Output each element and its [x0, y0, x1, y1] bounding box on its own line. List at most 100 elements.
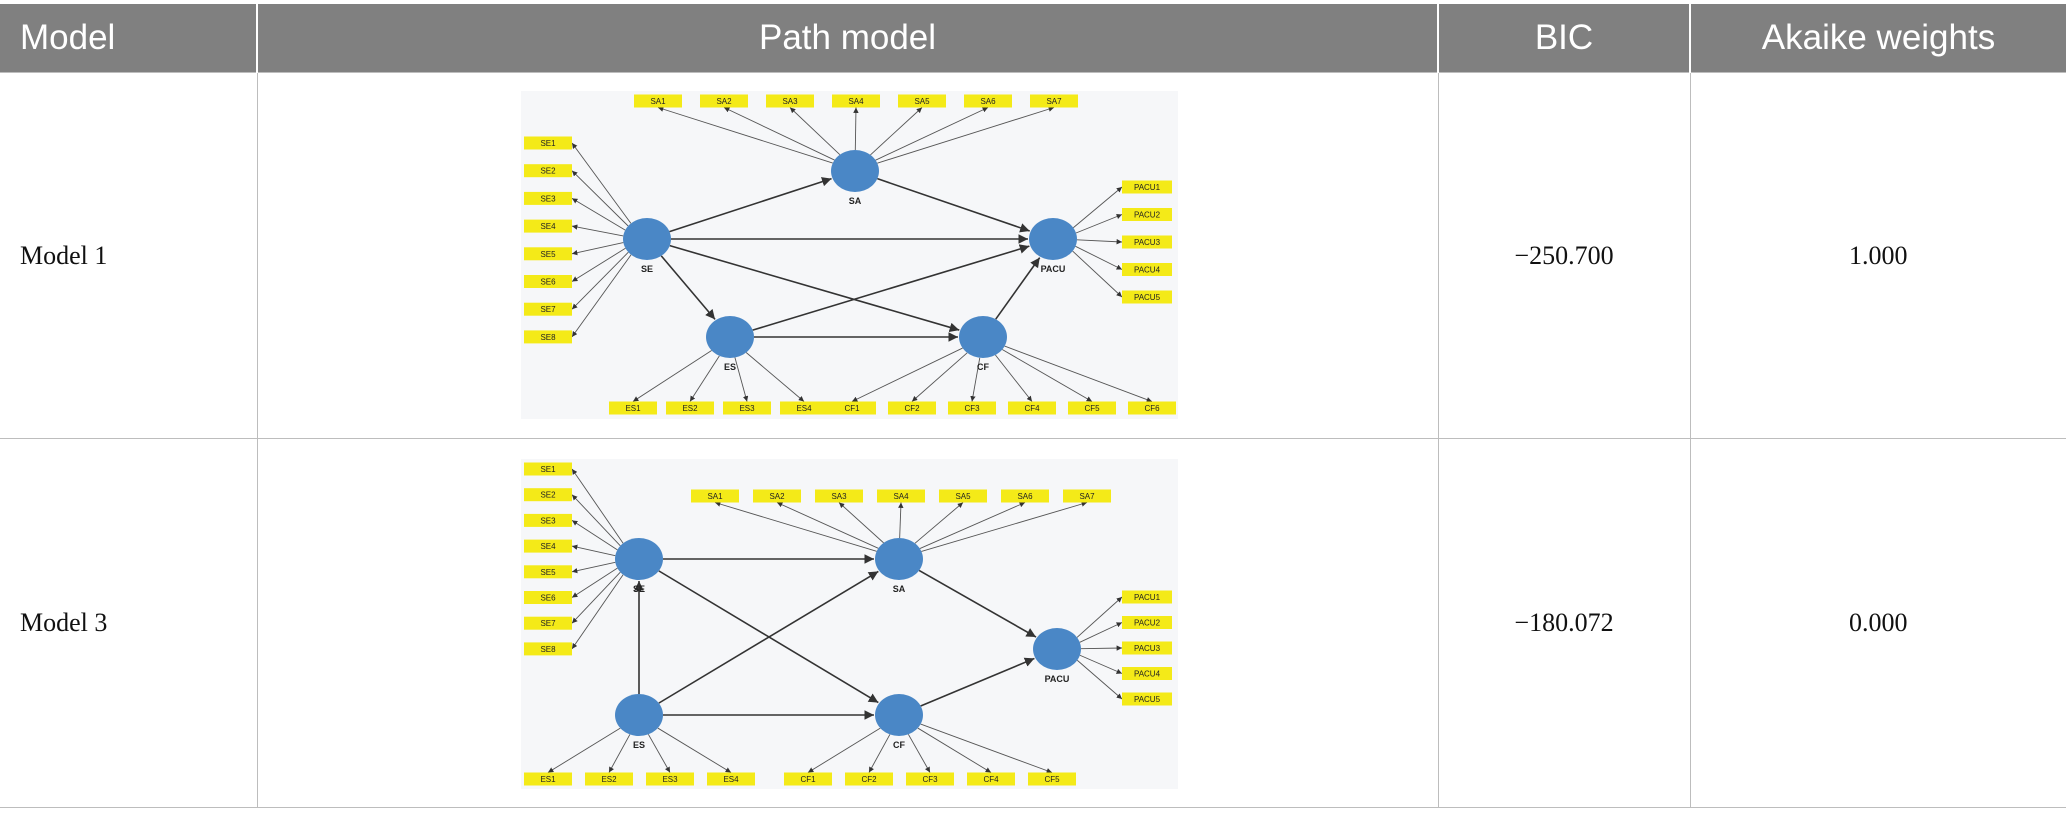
- header-akaike-weights: Akaike weights: [1690, 4, 2066, 73]
- loading-arrow-es3: [647, 734, 670, 773]
- indicator-pacu3: PACU3: [1121, 641, 1172, 655]
- indicator-sa2: SA2: [752, 489, 801, 503]
- indicator-sa1: SA1: [690, 489, 739, 503]
- path-arrow-cf-to-pacu: [994, 257, 1040, 320]
- loading-arrow-se2: [571, 170, 628, 227]
- indicator-se1: SE1: [523, 462, 572, 476]
- loading-arrow-cf2: [911, 352, 967, 402]
- loading-arrow-sa6: [919, 502, 1025, 549]
- indicator-label: CF3: [922, 775, 938, 784]
- loading-arrow-se3: [571, 198, 625, 231]
- indicator-label: SA1: [650, 97, 666, 106]
- indicator-pacu5: PACU5: [1121, 290, 1172, 304]
- indicator-label: PACU1: [1133, 183, 1160, 192]
- indicator-label: SA7: [1079, 492, 1095, 501]
- indicator-label: ES2: [682, 404, 698, 413]
- loading-arrow-se6: [571, 567, 618, 598]
- indicator-label: SE4: [540, 222, 556, 231]
- latent-label: CF: [893, 740, 905, 750]
- indicator-sa5: SA5: [938, 489, 987, 503]
- latent-pacu: PACU: [1028, 218, 1077, 274]
- indicator-es1: ES1: [523, 772, 572, 786]
- loading-arrow-se8: [571, 254, 631, 338]
- indicator-label: SA5: [914, 97, 930, 106]
- path-arrow-sa-to-pacu: [876, 177, 1030, 233]
- indicator-pacu2: PACU2: [1121, 208, 1172, 221]
- indicator-label: SA7: [1046, 97, 1062, 106]
- loading-arrow-sa1: [714, 501, 877, 552]
- latent-pacu: PACU: [1032, 628, 1081, 684]
- indicator-label: ES1: [625, 404, 641, 413]
- indicator-label: PACU1: [1133, 593, 1160, 602]
- indicator-label: PACU2: [1133, 211, 1160, 220]
- loading-arrow-se5: [571, 242, 623, 256]
- loading-arrow-se3: [571, 520, 618, 551]
- loading-arrow-pacu5: [1071, 250, 1122, 298]
- indicator-label: PACU3: [1133, 238, 1160, 247]
- path-arrow-sa-to-pacu: [918, 569, 1036, 638]
- indicator-label: SE2: [540, 491, 556, 500]
- indicator-cf1: CF1: [827, 401, 876, 415]
- indicator-label: ES1: [540, 775, 556, 784]
- indicator-se3: SE3: [523, 191, 572, 205]
- model-name-cell: Model 1: [0, 72, 258, 439]
- model-name-cell: Model 3: [0, 438, 258, 808]
- loading-arrow-cf1: [807, 727, 881, 773]
- indicator-se2: SE2: [523, 164, 572, 178]
- indicator-sa1: SA1: [633, 94, 682, 108]
- indicator-se5: SE5: [523, 565, 572, 579]
- indicator-se8: SE8: [523, 330, 572, 344]
- indicator-label: CF2: [904, 404, 920, 413]
- latent-es: ES: [614, 694, 663, 750]
- indicator-label: SE8: [540, 333, 556, 342]
- indicator-label: CF4: [1024, 404, 1040, 413]
- indicator-es1: ES1: [608, 401, 657, 415]
- indicator-cf2: CF2: [887, 401, 936, 415]
- header-bic: BIC: [1438, 4, 1691, 73]
- loading-arrow-pacu3: [1080, 645, 1122, 651]
- indicator-es2: ES2: [665, 401, 714, 415]
- indicator-label: CF5: [1044, 775, 1060, 784]
- indicator-se6: SE6: [523, 591, 572, 604]
- loading-arrow-sa6: [874, 107, 988, 161]
- header-path-model: Path model: [257, 4, 1439, 73]
- indicator-es4: ES4: [706, 772, 755, 786]
- loading-arrow-es1: [547, 727, 621, 773]
- indicator-pacu1: PACU1: [1121, 590, 1172, 604]
- loading-arrow-es2: [608, 734, 630, 773]
- latent-sa: SA: [830, 150, 879, 206]
- indicator-label: SE6: [540, 594, 556, 603]
- loading-arrow-se4: [571, 544, 615, 557]
- bic-value: −250.700: [1437, 72, 1691, 439]
- indicator-label: CF1: [800, 775, 816, 784]
- indicator-cf2: CF2: [844, 772, 893, 786]
- loading-arrow-sa2: [723, 107, 835, 161]
- latent-label: ES: [723, 362, 735, 372]
- indicator-label: SA3: [782, 97, 798, 106]
- latent-sa: SA: [874, 538, 923, 594]
- latent-label: ES: [632, 740, 644, 750]
- latent-se: SE: [614, 538, 663, 594]
- indicator-se5: SE5: [523, 247, 572, 261]
- latent-label: SE: [640, 264, 652, 274]
- indicator-sa7: SA7: [1062, 489, 1111, 503]
- latent-label: CF: [977, 362, 989, 372]
- indicator-label: SE3: [540, 194, 556, 203]
- indicator-label: SA6: [980, 97, 996, 106]
- loading-arrow-es1: [632, 350, 712, 402]
- indicator-label: CF3: [964, 404, 980, 413]
- indicator-pacu4: PACU4: [1121, 667, 1172, 680]
- indicator-es3: ES3: [722, 401, 771, 415]
- loading-arrow-sa7: [876, 106, 1054, 164]
- loading-arrow-se1: [571, 142, 631, 224]
- indicator-pacu2: PACU2: [1121, 616, 1172, 629]
- indicator-label: CF6: [1144, 404, 1160, 413]
- indicator-pacu1: PACU1: [1121, 180, 1172, 194]
- loading-arrow-pacu4: [1079, 654, 1122, 674]
- loading-arrow-pacu1: [1072, 186, 1122, 229]
- indicator-pacu4: PACU4: [1121, 263, 1172, 276]
